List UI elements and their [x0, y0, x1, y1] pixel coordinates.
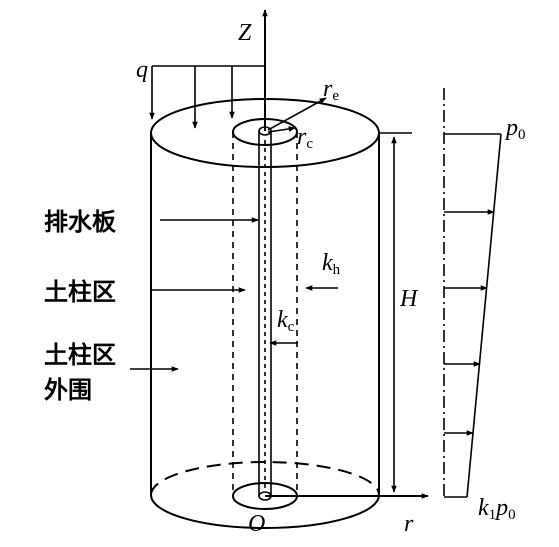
re-label: re — [323, 76, 339, 104]
kh-label: kh — [322, 250, 341, 278]
p0-label: p0 — [504, 115, 526, 143]
drain-label: 排水板 — [44, 208, 117, 236]
soil-column-label: 土柱区 — [44, 278, 116, 306]
r-axis-label: r — [404, 511, 414, 537]
kc-label: kc — [277, 307, 295, 335]
pressure-slope-line — [466, 133, 502, 498]
origin-label: O — [248, 511, 265, 537]
rc-radius-arrow — [267, 126, 296, 133]
re-radius-arrow — [267, 97, 327, 131]
bottom-back-arc — [150, 461, 380, 496]
drain-well — [258, 126, 272, 501]
k1p0-label: k1p0 — [478, 495, 516, 523]
pressure-distribution — [443, 88, 502, 498]
outer-label-line2: 外围 — [44, 376, 92, 404]
q-load — [149, 65, 265, 129]
h-label: H — [399, 286, 419, 312]
rc-label: rc — [297, 124, 313, 152]
q-label: q — [136, 57, 148, 83]
bottom-front-arc — [150, 494, 380, 529]
outer-label-line1: 土柱区 — [44, 341, 116, 369]
h-dimension — [380, 132, 412, 497]
z-axis-label: Z — [238, 20, 252, 46]
